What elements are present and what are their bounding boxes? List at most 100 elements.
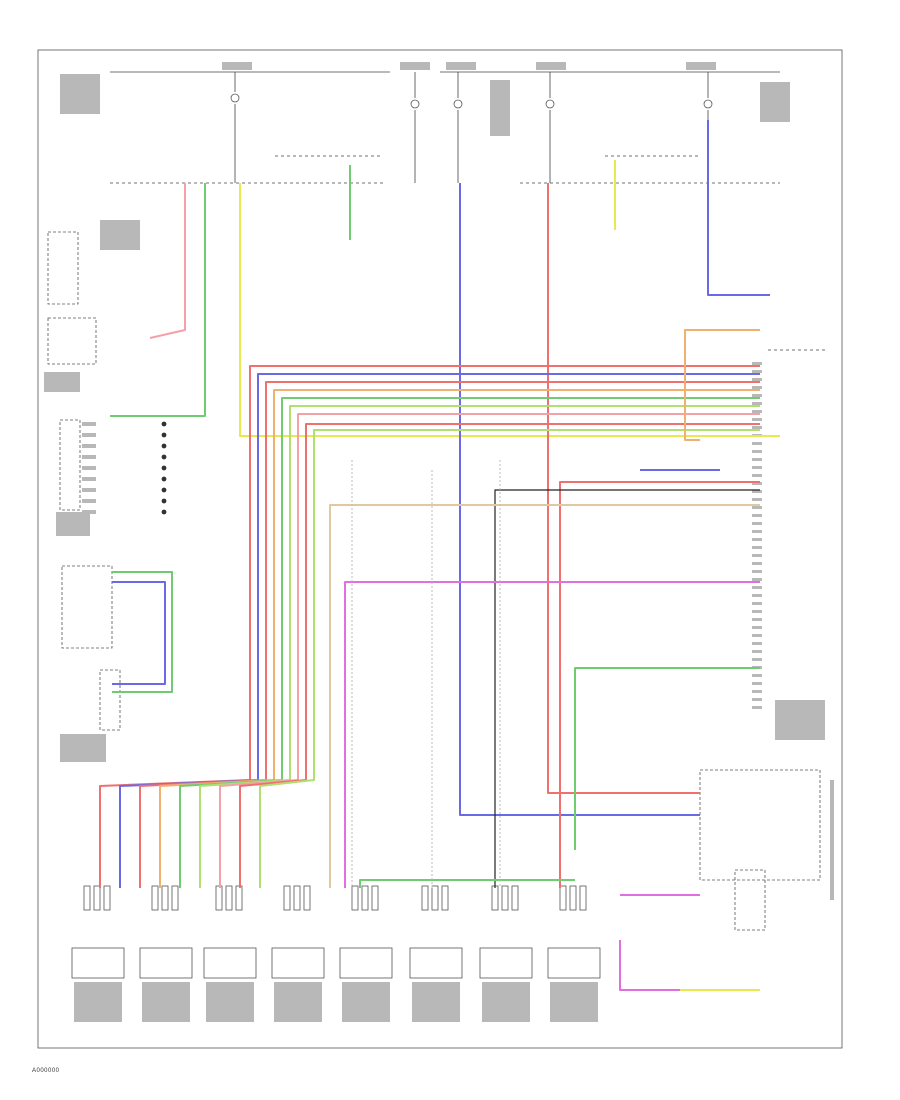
ecu-pin-39 [752,674,762,677]
sensor-label-1 [142,982,190,1022]
right-dash-edge [830,780,834,900]
sensor-label-4 [342,982,390,1022]
left-label-3 [60,734,106,762]
wire-magenta-bottom [619,940,760,991]
ecu-pin-3 [752,386,762,389]
wire-pink-left [149,183,186,339]
sensor-5-plug-1 [431,885,439,911]
ecu-pin-22 [752,538,762,541]
ecu-pin-16 [752,490,762,493]
ecu-pin-13 [752,466,762,469]
ecu-pin-34 [752,634,762,637]
fuse-icon-1 [410,99,420,109]
ecu-pin-8 [752,426,762,429]
ecu-pin-31 [752,610,762,613]
left-connector-box-3 [99,669,121,731]
left-pin-label-7 [82,499,96,503]
ecu-pin-4 [752,394,762,397]
sensor-4-plug-0 [351,885,359,911]
ecu-pin-1 [752,370,762,373]
ecu-pin-20 [752,522,762,525]
left-pin-1 [161,432,167,438]
ecu-pin-27 [752,578,762,581]
top-label-4 [536,62,566,70]
sensor-0-plug-2 [103,885,111,911]
sensor-6-plug-0 [491,885,499,911]
sensor-2-plug-2 [235,885,243,911]
ecu-pin-6 [752,410,762,413]
left-pin-2 [161,443,167,449]
wire-blue-switch [112,581,166,685]
harness-wire-1 [119,373,760,888]
left-pin-label-2 [82,444,96,448]
ecu-pin-23 [752,546,762,549]
sensor-3-plug-0 [283,885,291,911]
left-pin-label-5 [82,477,96,481]
left-pin-label-0 [82,422,96,426]
wire-green-switch [112,571,173,693]
sensor-label-6 [482,982,530,1022]
sensor-0-plug-0 [83,885,91,911]
harness-wire-6 [219,413,760,888]
ecu-pin-40 [752,682,762,685]
left-pin-0 [161,421,167,427]
sensor-4-plug-2 [371,885,379,911]
top-label-3 [446,62,476,70]
ecu-pin-15 [752,482,762,485]
top-label-1 [222,62,252,70]
left-pin-label-8 [82,510,96,514]
sensor-box-5 [409,947,463,979]
sensor-5-plug-0 [421,885,429,911]
wire-blue-long [459,183,700,816]
ecu-pin-18 [752,506,762,509]
wire-blue-right [707,120,770,296]
ecu-pin-17 [752,498,762,501]
sensor-1-plug-2 [171,885,179,911]
left-pin-8 [161,509,167,515]
sensor-6-plug-2 [511,885,519,911]
ecu-pin-2 [752,378,762,381]
left-pin-label-4 [82,466,96,470]
ecu-pin-29 [752,594,762,597]
right-relay-box [699,769,821,881]
left-pin-label-1 [82,433,96,437]
ecu-pin-21 [752,530,762,533]
harness-wire-8 [259,429,760,888]
wire-yellow-top [239,183,780,437]
wire-black-lower [494,489,760,888]
left-connector-box-1 [47,317,97,365]
top-label-2 [400,62,430,70]
wire-orange-right [684,329,760,441]
wire-green-left [110,183,206,417]
ecu-pin-10 [752,442,762,445]
right-label-1 [775,700,825,740]
wire-green-lower [574,667,760,850]
wire-tan-lower [329,504,760,888]
ecu-pin-12 [752,458,762,461]
sensor-3-plug-2 [303,885,311,911]
top-label-0 [60,74,100,114]
sensor-4-plug-1 [361,885,369,911]
sensor-box-4 [339,947,393,979]
sensor-6-plug-1 [501,885,509,911]
sensor-1-plug-1 [161,885,169,911]
ecu-pin-7 [752,418,762,421]
ecu-pin-32 [752,618,762,621]
sensor-box-2 [203,947,257,979]
left-pin-3 [161,454,167,460]
sensor-label-7 [550,982,598,1022]
diagram-footer-code: A000000 [32,1068,60,1074]
ecu-pin-24 [752,554,762,557]
sensor-box-6 [479,947,533,979]
top-label-6 [760,82,790,122]
sensor-box-3 [271,947,325,979]
ecu-pin-30 [752,602,762,605]
right-module-box [734,869,766,931]
ecu-pin-5 [752,402,762,405]
ecu-pin-25 [752,562,762,565]
sensor-1-plug-0 [151,885,159,911]
ecu-pin-26 [752,570,762,573]
ecu-pin-14 [752,474,762,477]
left-pin-4 [161,465,167,471]
